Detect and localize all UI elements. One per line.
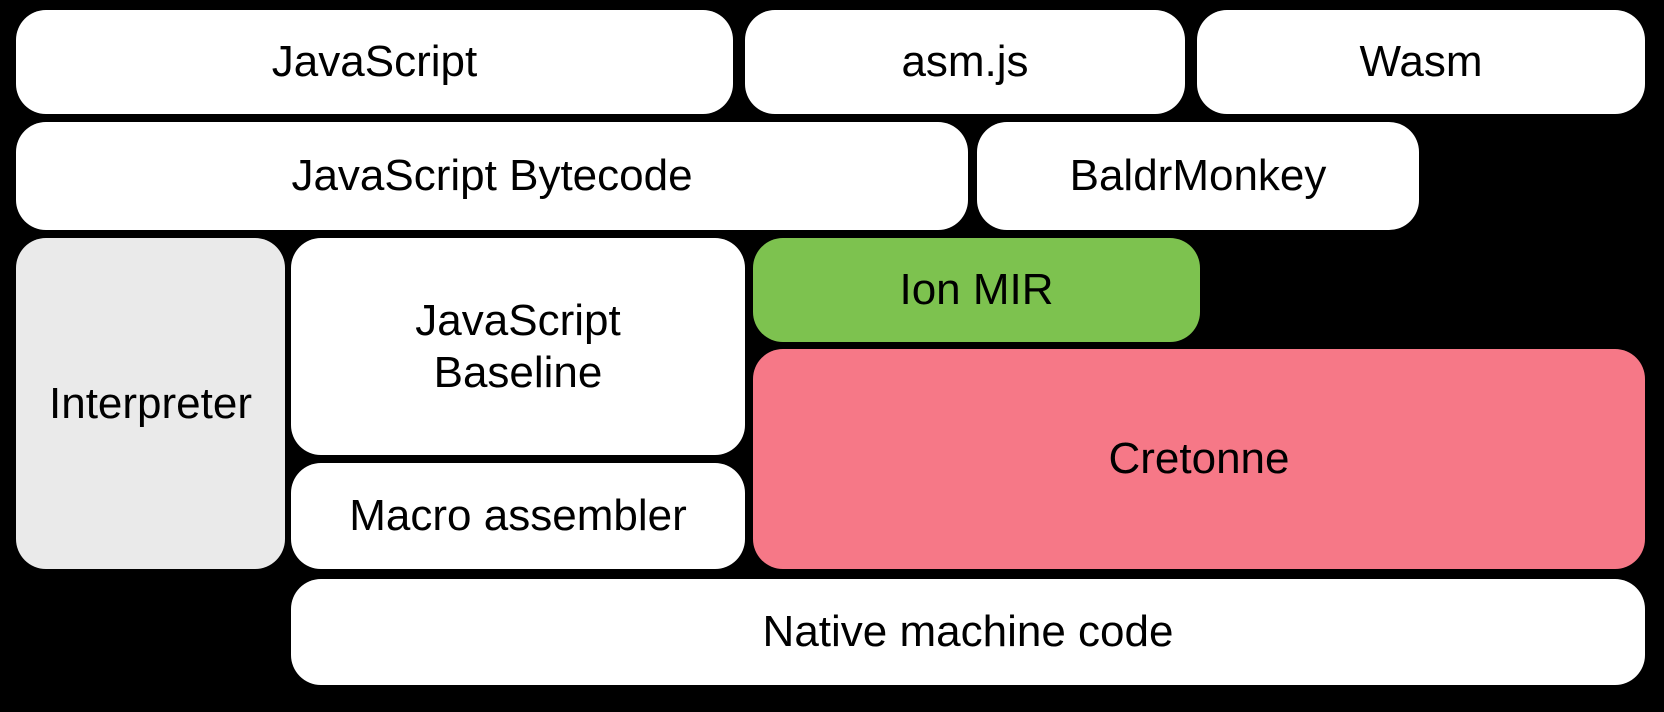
- node-ion-mir: Ion MIR: [753, 238, 1200, 342]
- node-cretonne: Cretonne: [753, 349, 1645, 569]
- node-baldrmonkey: BaldrMonkey: [977, 122, 1419, 230]
- node-javascript-bytecode: JavaScript Bytecode: [16, 122, 968, 230]
- node-interpreter: Interpreter: [16, 238, 285, 569]
- node-javascript: JavaScript: [16, 10, 733, 114]
- node-javascript-baseline: JavaScript Baseline: [291, 238, 745, 455]
- node-asmjs: asm.js: [745, 10, 1185, 114]
- node-macro-assembler: Macro assembler: [291, 463, 745, 569]
- node-wasm: Wasm: [1197, 10, 1645, 114]
- node-native-machine-code: Native machine code: [291, 579, 1645, 685]
